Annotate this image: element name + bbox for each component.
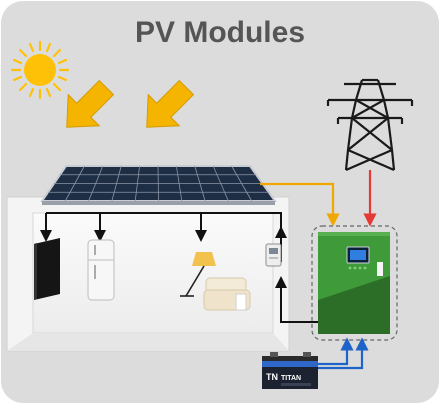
battery-icon: TN TITAN bbox=[262, 352, 318, 389]
sofa-icon bbox=[203, 277, 251, 311]
diagram-title: PV Modules bbox=[135, 16, 305, 49]
sun-icon bbox=[10, 40, 70, 100]
pv-power-line bbox=[260, 182, 340, 227]
house-floor bbox=[7, 333, 289, 351]
inverter-outline bbox=[311, 225, 398, 341]
battery-brand: TITAN bbox=[281, 375, 301, 382]
inverter-icon bbox=[318, 232, 390, 334]
sunlight-arrow-icon bbox=[146, 79, 195, 128]
house-room bbox=[32, 212, 274, 334]
electric-meter-icon bbox=[265, 243, 282, 267]
battery-logo: TN bbox=[266, 372, 278, 382]
tv-icon bbox=[34, 238, 60, 300]
power-tower-icon bbox=[326, 78, 414, 172]
solar-panel-icon bbox=[40, 165, 277, 205]
battery-lines bbox=[318, 337, 369, 370]
sunlight-arrow-icon bbox=[66, 79, 115, 128]
refrigerator-icon bbox=[87, 239, 115, 301]
floor-lamp-icon bbox=[180, 252, 216, 297]
